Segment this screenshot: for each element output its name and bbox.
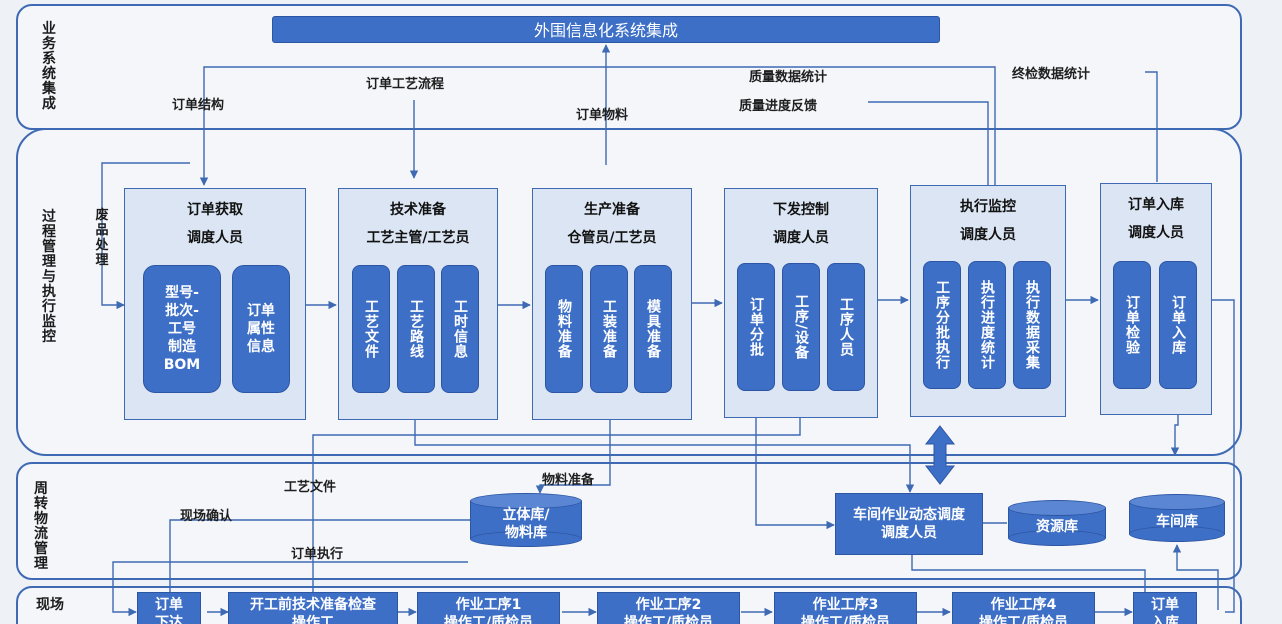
label-order-material: 订单物料 [576,108,629,123]
site-step-operation-4: 作业工序4 操作工/质检员 [952,592,1095,624]
stage-title: 订单获取 [187,202,243,218]
stage-title: 执行监控 [960,199,1016,215]
workshop-database: 车间库 [1129,494,1225,542]
item-process-batch-execution: 工序分批执行 [923,261,961,389]
label-order-execution: 订单执行 [291,547,344,562]
item-process-route: 工艺路线 [397,265,435,393]
site-step-operation-2: 作业工序2 操作工/质检员 [597,592,740,624]
item-process-equipment: 工序/设备 [782,263,820,391]
item-order-warehousing: 订单入库 [1159,261,1197,389]
item-work-hours: 工时信息 [441,265,479,393]
stage-role: 调度人员 [960,227,1016,243]
item-tooling-prep: 工装准备 [590,265,628,393]
stage-role: 仓管员/工艺员 [567,230,657,246]
label-quality-stats: 质量数据统计 [749,70,828,85]
item-order-batching: 订单分批 [737,263,775,391]
label-quality-progress: 质量进度反馈 [739,99,818,114]
warehouse-database: 立体库/ 物料库 [470,493,582,547]
label-order-process-flow: 订单工艺流程 [366,77,445,92]
label-process-file: 工艺文件 [284,480,337,495]
item-material-prep: 物料准备 [545,265,583,393]
label-order-structure: 订单结构 [172,98,225,113]
item-process-personnel: 工序人员 [827,263,865,391]
stage-role: 调度人员 [773,230,829,246]
site-step-operation-3: 作业工序3 操作工/质检员 [774,592,917,624]
item-progress-statistics: 执行进度统计 [968,261,1006,389]
label-final-inspection-stats: 终检数据统计 [1012,67,1091,82]
site-step-operation-1: 作业工序1 操作工/质检员 [417,592,560,624]
label-site-confirm: 现场确认 [180,509,233,524]
site-step-order-release: 订单 下达 [137,592,201,624]
stage-role: 调度人员 [1128,225,1184,241]
warehouse-label: 立体库/ 物料库 [502,507,550,541]
band-label-logistics: 周转物流管理 [34,481,48,572]
band-label-process: 过程管理与执行监控 [42,209,56,345]
item-order-inspection: 订单检验 [1113,261,1151,389]
item-process-file: 工艺文件 [352,265,390,393]
item-mold-prep: 模具准备 [634,265,672,393]
workshop-db-label: 车间库 [1156,514,1198,530]
band-label-site: 现场 [36,597,64,613]
site-step-pre-start-check: 开工前技术准备检查 操作工 [228,592,398,624]
item-data-collection: 执行数据采集 [1013,261,1051,389]
stage-title: 下发控制 [773,202,829,218]
bidirectional-arrow-icon [924,425,956,485]
stage-title: 技术准备 [390,202,446,218]
stage-title: 订单入库 [1128,197,1184,213]
resource-db-label: 资源库 [1036,519,1078,535]
external-integration-bar: 外围信息化系统集成 [272,16,940,43]
label-material-prep: 物料准备 [542,473,595,488]
resource-database: 资源库 [1008,500,1106,546]
stage-role: 调度人员 [187,230,243,246]
item-order-attributes: 订单 属性 信息 [232,265,290,393]
item-model-batch-bom: 型号- 批次- 工号 制造 BOM [143,265,221,393]
site-step-order-storage: 订单 入库 [1133,592,1197,624]
stage-title: 生产准备 [584,202,640,218]
stage-role: 工艺主管/工艺员 [366,230,470,246]
band-label-business: 业务系统集成 [42,21,56,112]
dynamic-dispatch-box: 车间作业动态调度 调度人员 [835,493,983,555]
label-scrap-handling: 废品处理 [95,208,109,268]
